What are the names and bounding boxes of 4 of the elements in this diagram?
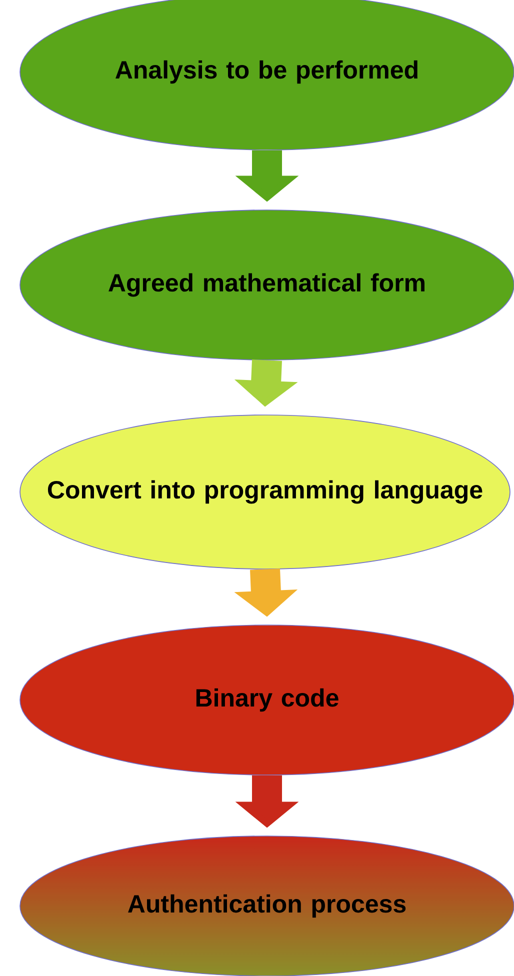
ellipse-node: Authentication process (20, 836, 514, 976)
ellipse-node: Binary code (20, 624, 514, 776)
ellipse-node: Convert into programming language (20, 414, 510, 570)
ellipse-node: Agreed mathematical form (20, 210, 514, 360)
